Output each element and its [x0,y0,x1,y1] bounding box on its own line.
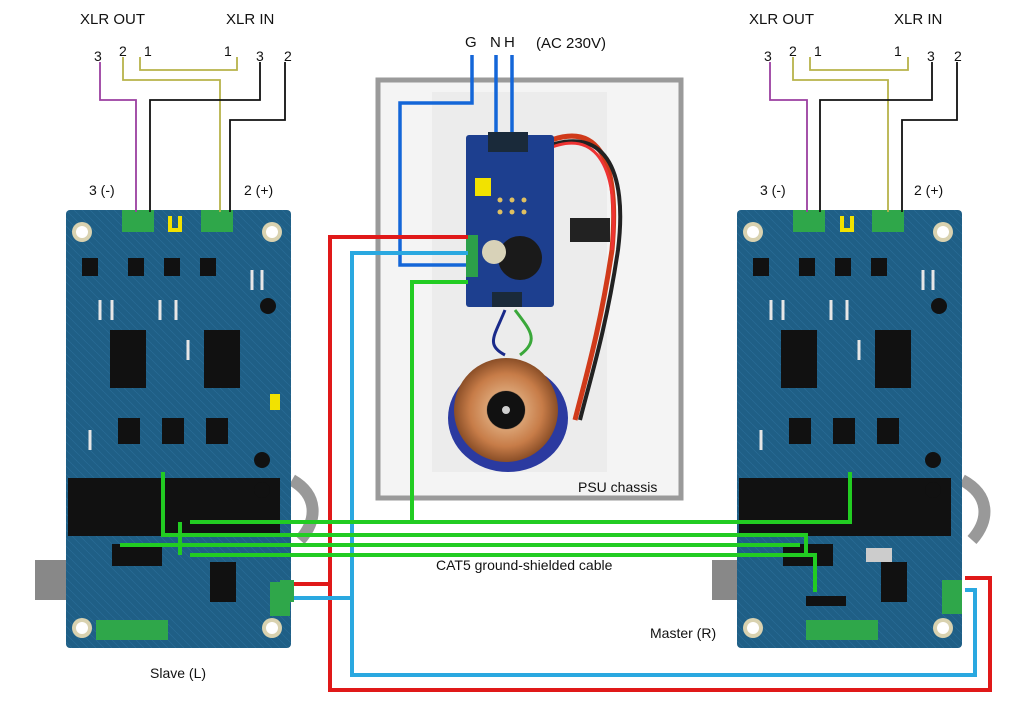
right-pin-2-out: 2 [789,43,797,59]
slave-pcb [35,210,319,648]
right-pin-3-out: 3 [764,48,772,64]
right-xlr-out-label: XLR OUT [749,11,815,28]
toroidal-transformer [448,309,568,472]
left-pin-1-out: 1 [144,43,152,59]
left-pin-1-in: 1 [224,43,232,59]
right-xlr-wires [769,57,958,212]
right-pin-3-in: 3 [927,48,935,64]
left-pin-2-in: 2 [284,48,292,64]
master-plus-label: 2 (+) [914,182,944,198]
mains-wires [398,55,514,267]
left-xlr-out-label: XLR OUT [80,11,146,28]
red-power-wire [285,235,992,692]
slave-minus-label: 3 (-) [89,182,115,198]
left-pin-2-out: 2 [119,43,127,59]
psu-chassis-label: PSU chassis [578,479,658,495]
mains-hot-label: H [504,34,515,51]
slave-plus-label: 2 (+) [244,182,274,198]
left-xlr-wires [99,57,286,212]
right-pin-1-in: 1 [894,43,902,59]
left-pin-3-in: 3 [256,48,264,64]
mains-ground-label: G [465,34,477,51]
right-pin-2-in: 2 [954,48,962,64]
left-pin-3-out: 3 [94,48,102,64]
master-pcb [712,210,991,648]
blue-power-wire [285,251,977,677]
psu-board [466,132,623,421]
right-pin-1-out: 1 [814,43,822,59]
master-minus-label: 3 (-) [760,182,786,198]
master-label: Master (R) [650,625,717,641]
right-xlr-in-label: XLR IN [894,11,943,28]
mains-neutral-label: N [490,34,501,51]
cat5-cable-label: CAT5 ground-shielded cable [436,557,613,573]
slave-label: Slave (L) [150,665,207,681]
mains-voltage-label: (AC 230V) [536,35,607,52]
green-ground-wires [120,280,852,592]
left-xlr-in-label: XLR IN [226,11,275,28]
